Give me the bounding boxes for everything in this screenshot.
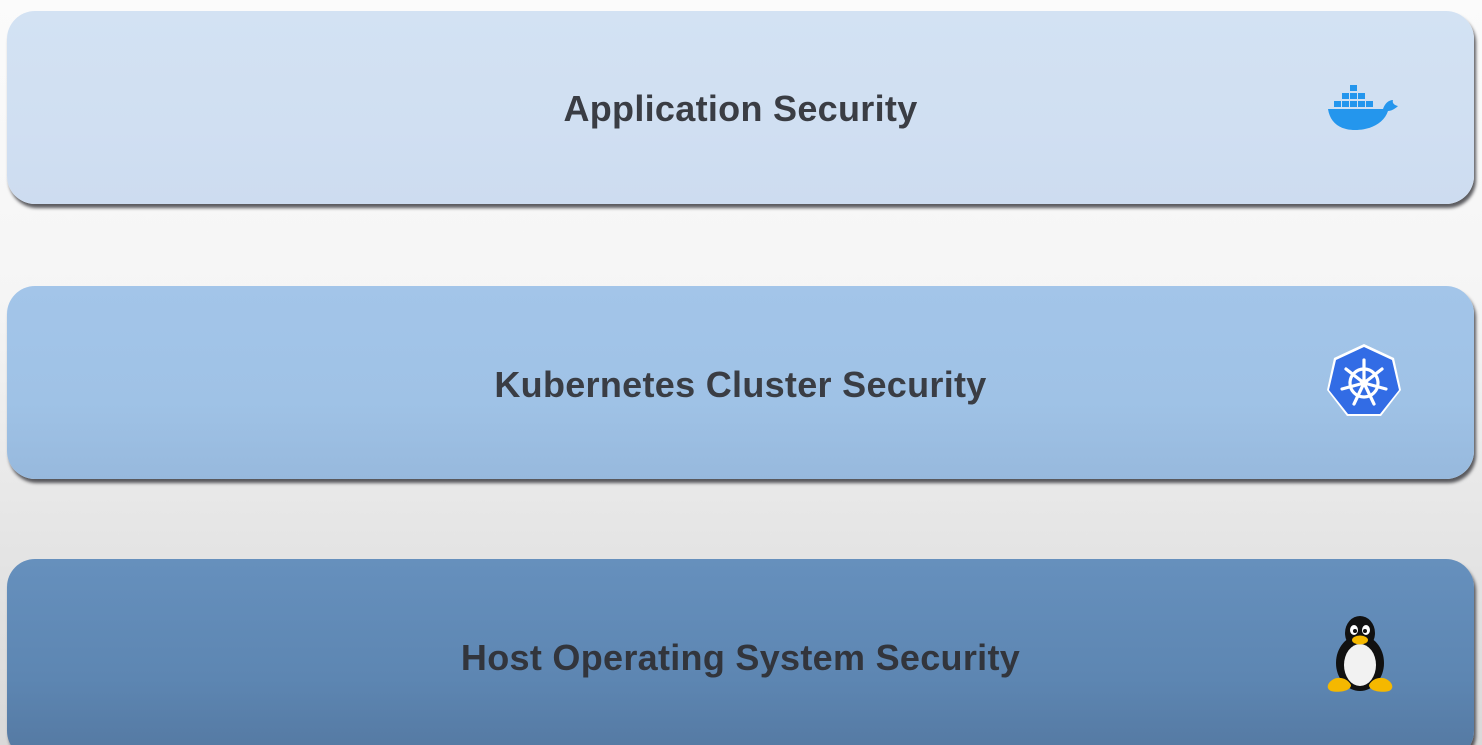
kubernetes-cluster-security-layer: Kubernetes Cluster Security: [7, 286, 1474, 479]
host-os-security-label: Host Operating System Security: [460, 637, 1021, 678]
linux-tux-icon: [1325, 613, 1395, 695]
docker-icon: [1325, 81, 1401, 133]
kubernetes-icon: [1325, 343, 1403, 419]
application-security-layer: Application Security: [7, 11, 1474, 204]
kubernetes-cluster-security-label: Kubernetes Cluster Security: [494, 364, 987, 405]
host-os-security-layer: Host Operating System Security: [7, 559, 1474, 745]
application-security-label: Application Security: [563, 88, 918, 129]
